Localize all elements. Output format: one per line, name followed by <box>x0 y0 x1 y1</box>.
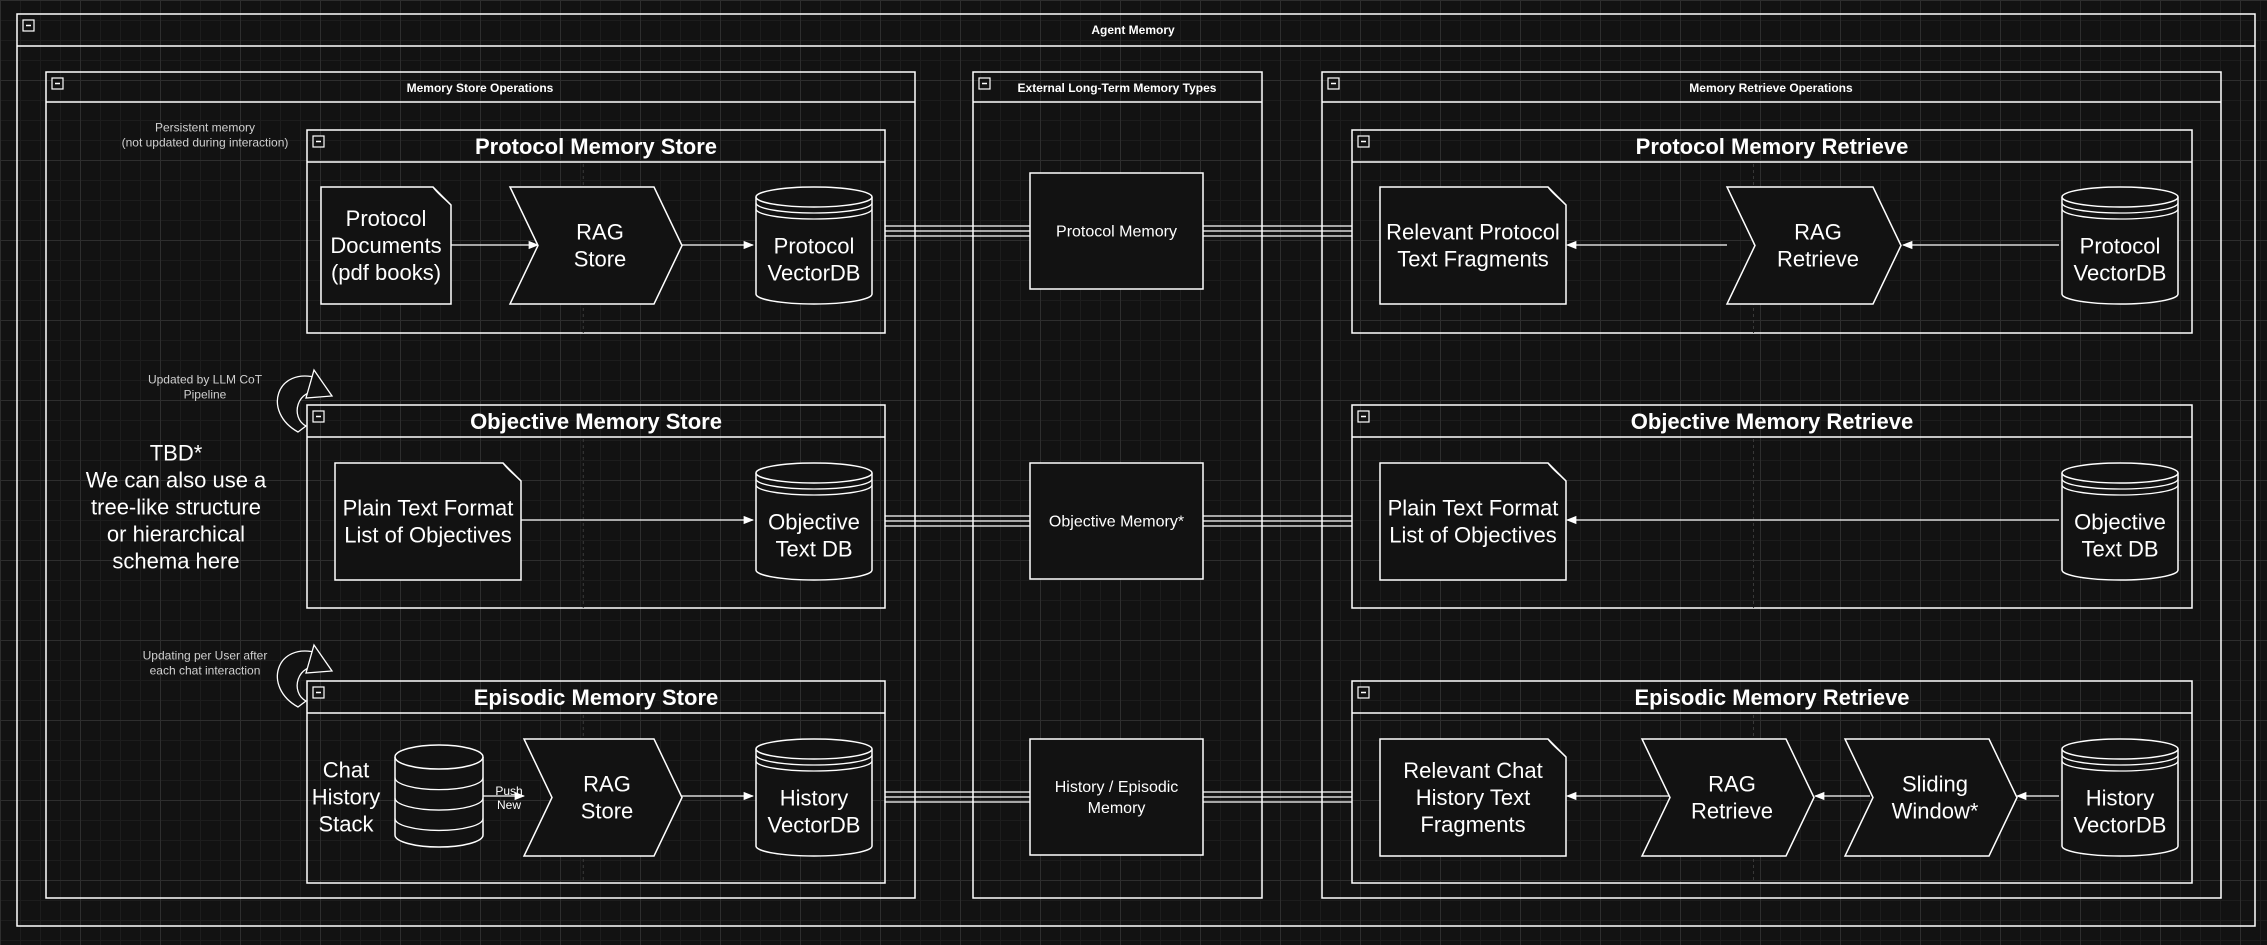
agent-memory-title: Agent Memory <box>1091 23 1175 37</box>
protocol-retrieve-group-title: Protocol Memory Retrieve <box>1636 134 1909 159</box>
protocol-memory-type-label: Protocol Memory <box>1056 224 1177 241</box>
protocol-retrieve-group: Protocol Memory Retrieve <box>1351 129 2193 334</box>
episodic-store-group: Episodic Memory Store <box>306 680 886 884</box>
refresh-arrow-episodic <box>276 643 334 708</box>
chat-history-stack-icon <box>394 744 484 848</box>
objective-memory-type: Objective Memory* <box>1029 462 1204 580</box>
objective-store-group-title: Objective Memory Store <box>470 409 722 434</box>
episodic-retrieve-group-title: Episodic Memory Retrieve <box>1634 685 1909 710</box>
objective-memory-type-label: Objective Memory* <box>1049 514 1184 531</box>
store-panel-title: Memory Store Operations <box>407 81 554 95</box>
protocol-memory-type: Protocol Memory <box>1029 172 1204 290</box>
objective-retrieve-group: Objective Memory Retrieve <box>1351 404 2193 609</box>
retrieve-panel-title: Memory Retrieve Operations <box>1689 81 1853 95</box>
types-panel-title: External Long-Term Memory Types <box>1018 81 1217 95</box>
agent-memory-container: Agent Memory <box>16 13 2256 927</box>
flow-arrows <box>450 240 2059 801</box>
connectors <box>885 225 1352 803</box>
objective-store-group: Objective Memory Store <box>306 404 886 609</box>
store-panel: Memory Store Operations <box>45 71 916 899</box>
types-panel: External Long-Term Memory Types <box>972 71 1263 899</box>
persistent-memory-note: Persistent memory(not updated during int… <box>122 121 289 150</box>
objective-retrieve-group-title: Objective Memory Retrieve <box>1631 409 1913 434</box>
refresh-arrow-objective <box>276 368 334 433</box>
protocol-store-group-title: Protocol Memory Store <box>475 134 717 159</box>
episodic-store-group-title: Episodic Memory Store <box>474 685 719 710</box>
episodic-retrieve-group: Episodic Memory Retrieve <box>1351 680 2193 884</box>
retrieve-panel: Memory Retrieve Operations <box>1321 71 2222 899</box>
